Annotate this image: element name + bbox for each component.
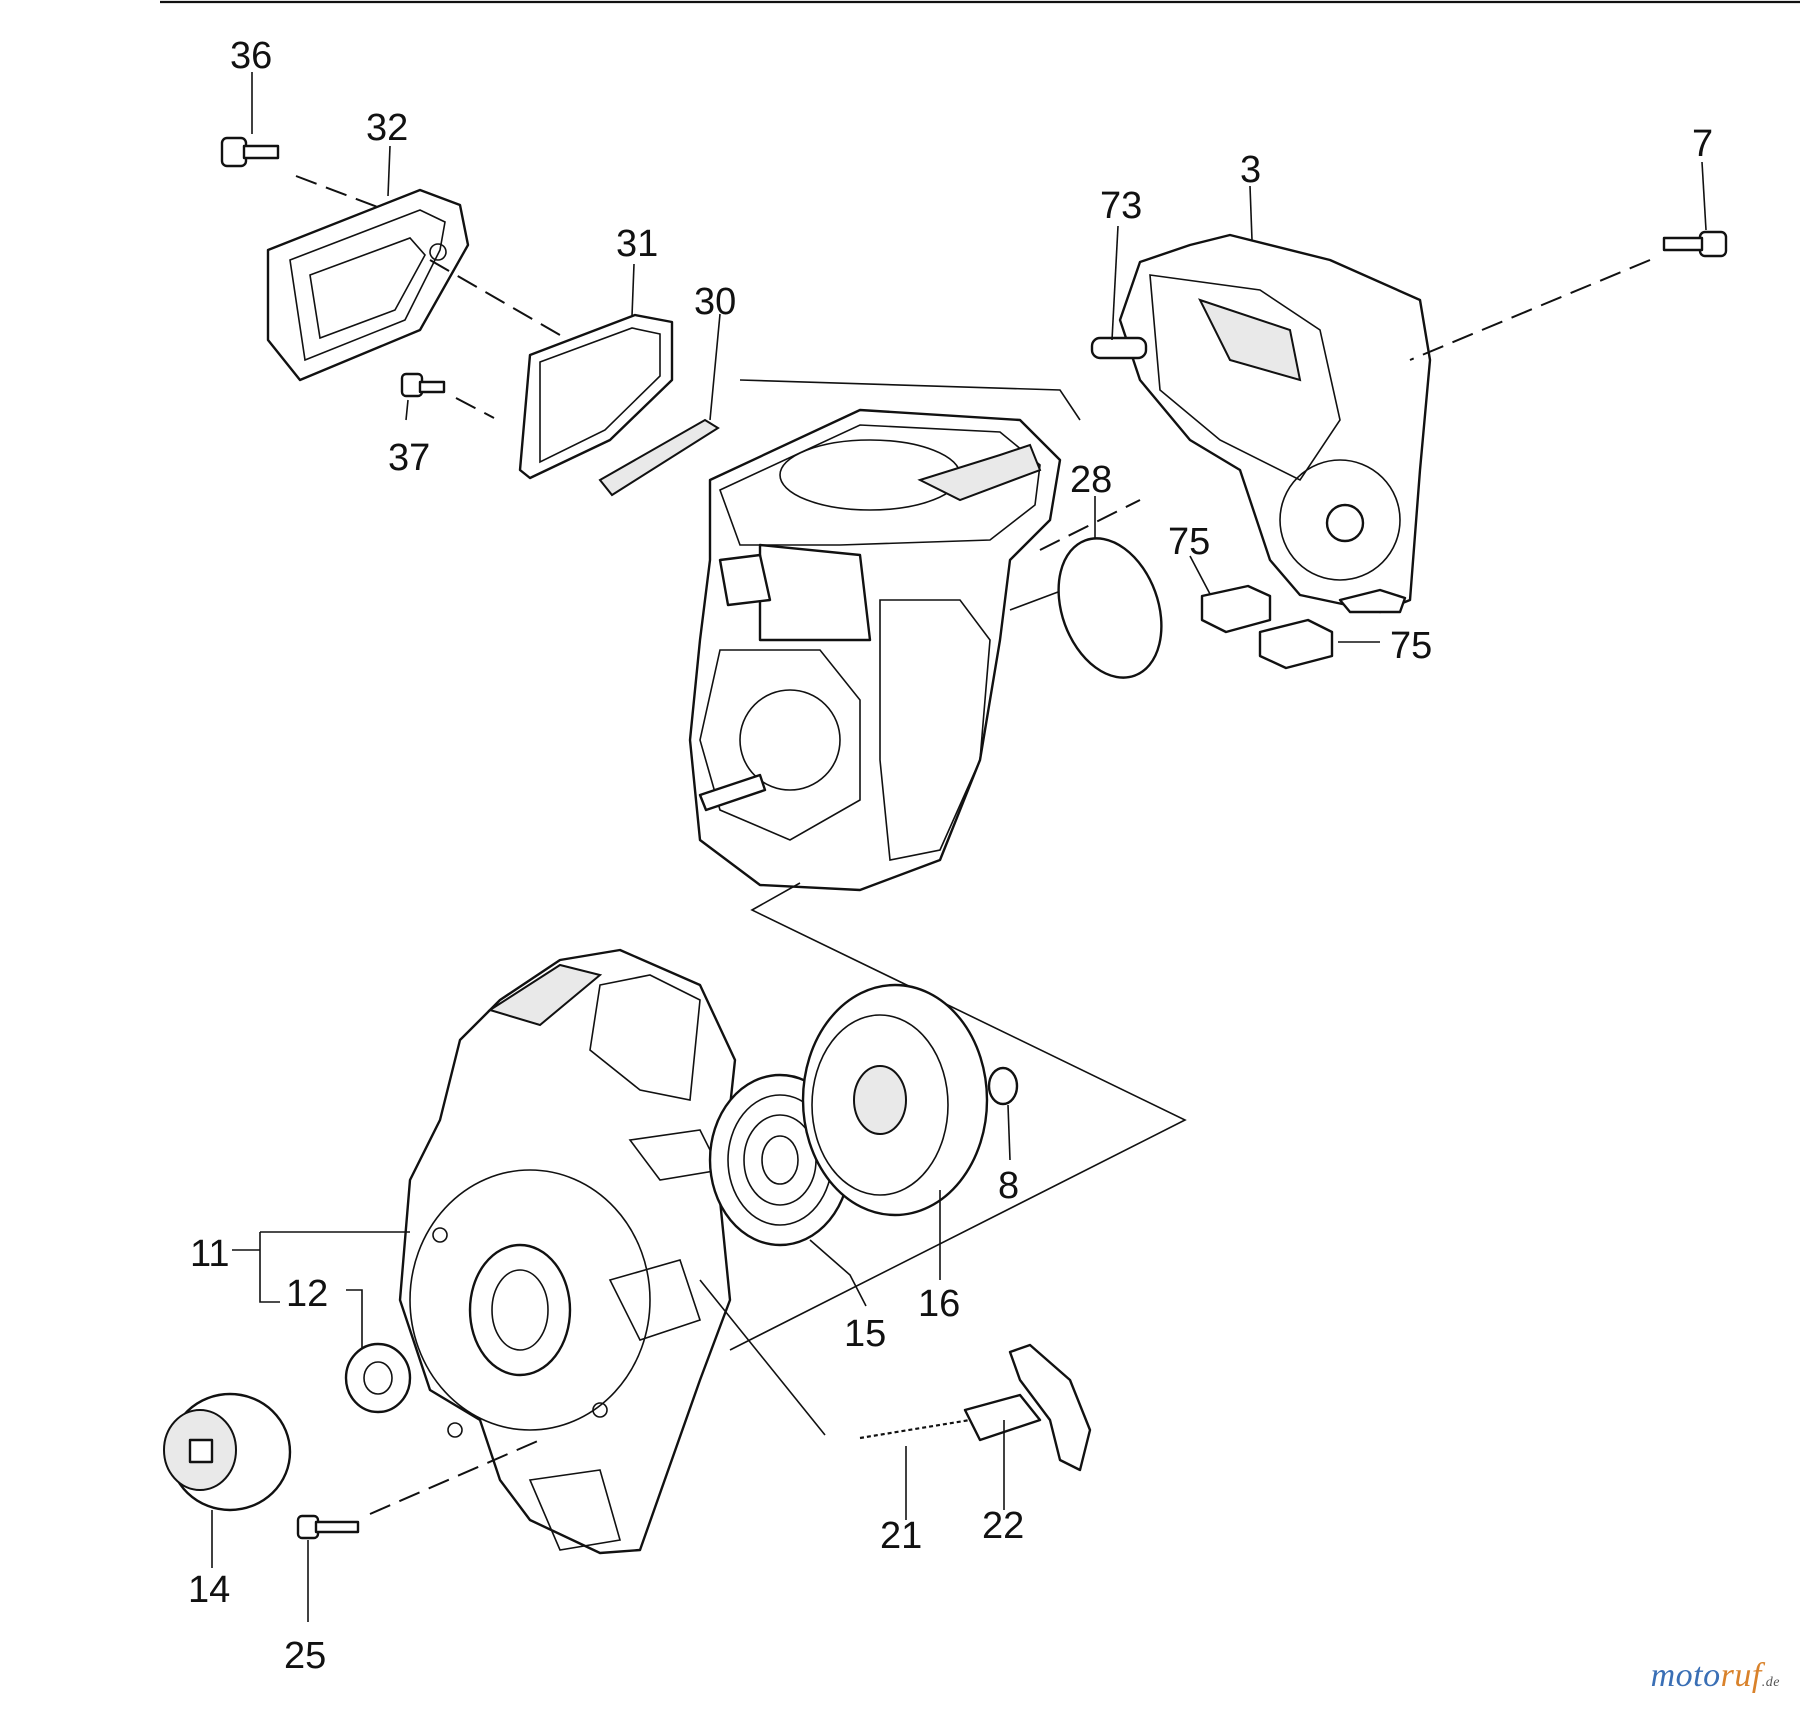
- callout-15: 15: [844, 1313, 886, 1355]
- part-21-starter-rope: [699, 1279, 971, 1440]
- callout-14: 14: [188, 1569, 230, 1611]
- watermark-part2: ruf: [1720, 1657, 1762, 1694]
- callout-75-lower: 75: [1390, 625, 1432, 667]
- connector-engine-starter: [729, 882, 1187, 1351]
- part-16-rope-pulley: [801, 983, 989, 1217]
- callout-21: 21: [880, 1515, 922, 1557]
- callout-12: 12: [286, 1273, 328, 1315]
- part-37-screw: [400, 372, 495, 419]
- callout-16: 16: [918, 1283, 960, 1325]
- part-3-cylinder-cover: [1090, 233, 1432, 614]
- part-11-fan-housing: [398, 948, 737, 1555]
- watermark-part1: moto: [1650, 1657, 1721, 1694]
- callout-75-upper: 75: [1168, 521, 1210, 563]
- callout-7: 7: [1692, 123, 1713, 165]
- part-36-bolt: [220, 136, 381, 209]
- callout-37: 37: [388, 437, 430, 479]
- part-32-air-cleaner-cover: [266, 188, 470, 382]
- part-12-bearing: [344, 1342, 412, 1414]
- callout-28: 28: [1070, 459, 1112, 501]
- callout-25: 25: [284, 1635, 326, 1677]
- part-30-filter-element: [429, 259, 720, 497]
- watermark-tld: .de: [1761, 1675, 1780, 1690]
- part-31-gasket: [518, 313, 674, 480]
- part-28-seal-ring: [1039, 499, 1163, 679]
- callout-8: 8: [998, 1165, 1019, 1207]
- part-22-starter-handle: [963, 1343, 1092, 1472]
- callout-31: 31: [616, 223, 658, 265]
- part-75-pads: [1200, 584, 1334, 670]
- part-8-washer: [987, 1066, 1019, 1106]
- leader-lines: [211, 72, 1707, 1622]
- callout-32: 32: [366, 107, 408, 149]
- callout-73: 73: [1100, 185, 1142, 227]
- callout-22: 22: [982, 1505, 1024, 1547]
- callout-3: 3: [1240, 149, 1261, 191]
- engine-assembly: [688, 379, 1091, 892]
- callout-30: 30: [694, 281, 736, 323]
- watermark-logo: motoruf.de: [1651, 1657, 1780, 1695]
- callout-36: 36: [230, 35, 272, 77]
- part-14-clutch: [163, 1392, 292, 1512]
- part-25-bolt: [296, 1439, 541, 1540]
- callout-11: 11: [190, 1233, 229, 1275]
- part-7-screw: [1409, 230, 1728, 361]
